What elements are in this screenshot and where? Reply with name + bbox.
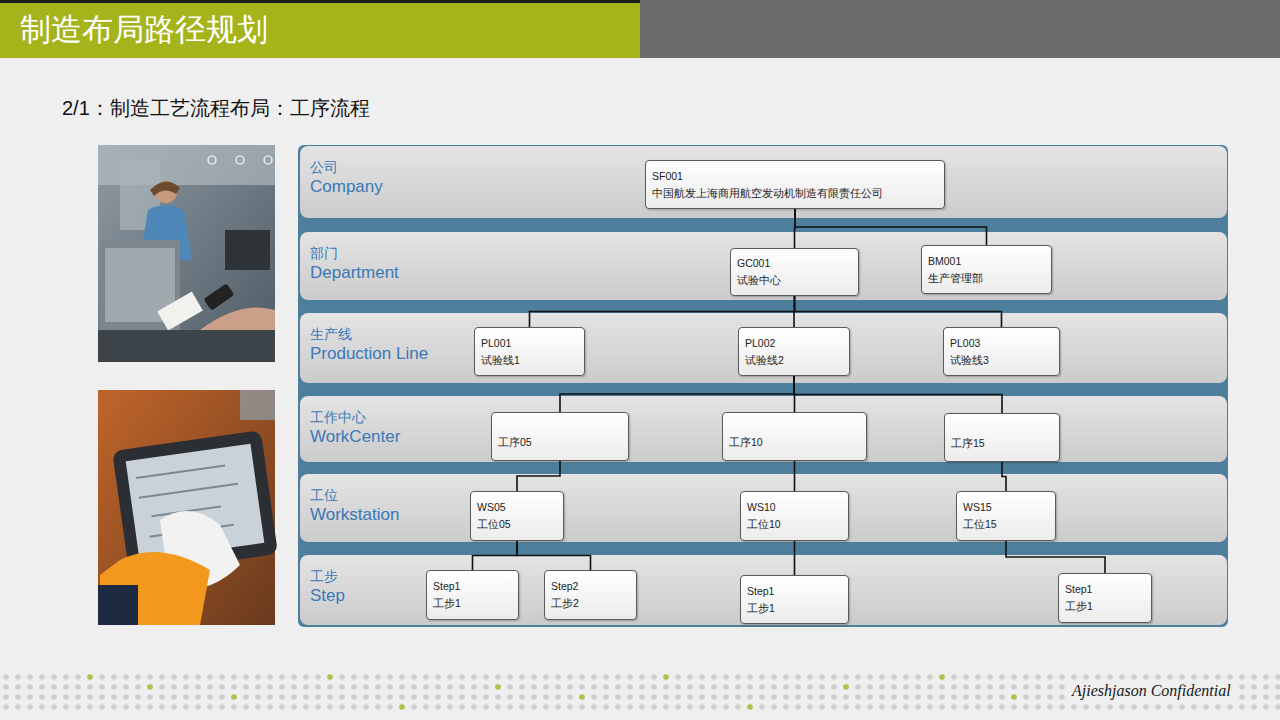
process-box: WS05工位05 xyxy=(470,491,564,541)
node-name: 工位15 xyxy=(963,516,997,533)
node-name: 工步1 xyxy=(1065,598,1093,615)
node-name: 工步1 xyxy=(747,600,775,617)
band-label-group: 工作中心WorkCenter xyxy=(310,408,400,448)
process-box: SF001中国航发上海商用航空发动机制造有限责任公司 xyxy=(645,160,945,209)
band-label: Workstation xyxy=(310,504,399,526)
band-label: Company xyxy=(310,176,383,198)
node-name: 工步1 xyxy=(433,595,461,612)
footer-dots xyxy=(0,672,1280,714)
process-box: WS10工位10 xyxy=(740,491,849,541)
workcenter-box: 工序05 xyxy=(491,412,629,461)
header-bar xyxy=(0,0,640,58)
process-box: Step1工步1 xyxy=(426,570,519,620)
slide-title: 制造布局路径规划 xyxy=(20,10,268,50)
band-label-group: 工位Workstation xyxy=(310,486,399,526)
workcenter-box: 工序10 xyxy=(722,412,867,461)
node-name: 试验线1 xyxy=(481,352,520,369)
hierarchy-connector xyxy=(795,209,987,245)
band-fill xyxy=(300,474,1227,542)
band-label: 生产线 xyxy=(310,325,352,343)
node-code: PL001 xyxy=(481,335,511,352)
process-box: Step1工步1 xyxy=(740,575,849,624)
node-code: WS15 xyxy=(963,499,992,516)
process-box: WS15工位15 xyxy=(956,491,1056,541)
node-code: GC001 xyxy=(737,255,770,272)
band-fill xyxy=(300,555,1227,625)
hierarchy-connector xyxy=(530,296,795,327)
node-name: 工位10 xyxy=(747,516,781,533)
band-label-group: 生产线Production Line xyxy=(310,325,428,365)
node-code: PL003 xyxy=(950,335,980,352)
band-label: 工步 xyxy=(310,567,338,585)
level-band: 部门Department GC001试验中心 BM001生产管理部 xyxy=(300,232,1227,300)
node-name: 中国航发上海商用航空发动机制造有限责任公司 xyxy=(652,185,883,202)
node-name: 试验线2 xyxy=(745,352,784,369)
node-code: 工序15 xyxy=(951,435,985,452)
hierarchy-connector xyxy=(560,376,794,412)
node-code: BM001 xyxy=(928,253,961,270)
node-name: 工位05 xyxy=(477,516,511,533)
hierarchy-connector xyxy=(1006,541,1105,573)
hierarchy-connector xyxy=(517,461,560,491)
node-code: Step1 xyxy=(433,578,460,595)
hierarchy-connector xyxy=(794,461,796,491)
node-name: 试验线3 xyxy=(950,352,989,369)
node-code: Step2 xyxy=(551,578,578,595)
workcenter-box: 工序15 xyxy=(944,413,1060,462)
band-fill xyxy=(300,232,1227,300)
band-label: WorkCenter xyxy=(310,426,400,448)
section-heading: 2/1：制造工艺流程布局：工序流程 xyxy=(62,95,370,121)
band-label: Step xyxy=(310,585,345,607)
node-code: SF001 xyxy=(652,168,683,185)
hierarchy-connector xyxy=(794,541,796,575)
hierarchy-connector xyxy=(1002,462,1006,491)
band-label-group: 工步Step xyxy=(310,567,345,607)
level-band: 公司Company SF001中国航发上海商用航空发动机制造有限责任公司 xyxy=(300,146,1227,218)
hierarchy-connector xyxy=(517,541,591,570)
level-band: 生产线Production LinePL001试验线1PL002试验线2PL00… xyxy=(300,313,1227,383)
level-band: 工位Workstation WS05工位05 WS10工位10 WS15工位15 xyxy=(300,474,1227,542)
node-code: 工序05 xyxy=(498,434,532,451)
process-box: PL002试验线2 xyxy=(738,327,850,376)
hierarchy-connector xyxy=(473,541,518,570)
band-label: Department xyxy=(310,262,399,284)
level-band: 工步StepStep1工步1Step2工步2Step1工步1Step1工步1 xyxy=(300,555,1227,625)
band-fill xyxy=(300,313,1227,383)
node-name: 试验中心 xyxy=(737,272,781,289)
tablet-photo xyxy=(98,390,278,625)
node-name: 工步2 xyxy=(551,595,579,612)
band-fill xyxy=(300,146,1227,218)
band-label: 工作中心 xyxy=(310,408,366,426)
footer-green-dots xyxy=(87,674,1017,710)
band-label: 公司 xyxy=(310,158,338,176)
band-label: Production Line xyxy=(310,343,428,365)
process-box: GC001试验中心 xyxy=(730,248,859,296)
band-label-group: 公司Company xyxy=(310,158,383,198)
process-box: PL001试验线1 xyxy=(474,327,585,376)
node-code: PL002 xyxy=(745,335,775,352)
band-label: 工位 xyxy=(310,486,338,504)
process-box: BM001生产管理部 xyxy=(921,245,1052,294)
header-line xyxy=(0,0,640,3)
process-box: Step2工步2 xyxy=(544,570,637,620)
process-box: Step1工步1 xyxy=(1058,573,1152,623)
node-name: 生产管理部 xyxy=(928,270,983,287)
node-code: WS10 xyxy=(747,499,776,516)
hierarchy-connector xyxy=(795,296,1002,327)
node-code: Step1 xyxy=(747,583,774,600)
node-code: Step1 xyxy=(1065,581,1092,598)
hierarchy-connector xyxy=(794,376,1002,413)
level-band: 工作中心WorkCenter 工序05 工序10 工序15 xyxy=(300,396,1227,462)
confidential-mark: Ajieshjason Confidential xyxy=(1068,680,1235,702)
factory-photo xyxy=(98,145,275,362)
band-fill xyxy=(300,396,1227,462)
diagram-panel xyxy=(298,145,1228,627)
band-label: 部门 xyxy=(310,244,338,262)
node-code: WS05 xyxy=(477,499,506,516)
node-code: 工序10 xyxy=(729,434,763,451)
process-box: PL003试验线3 xyxy=(943,327,1060,376)
header-bar xyxy=(640,0,1280,58)
band-label-group: 部门Department xyxy=(310,244,399,284)
